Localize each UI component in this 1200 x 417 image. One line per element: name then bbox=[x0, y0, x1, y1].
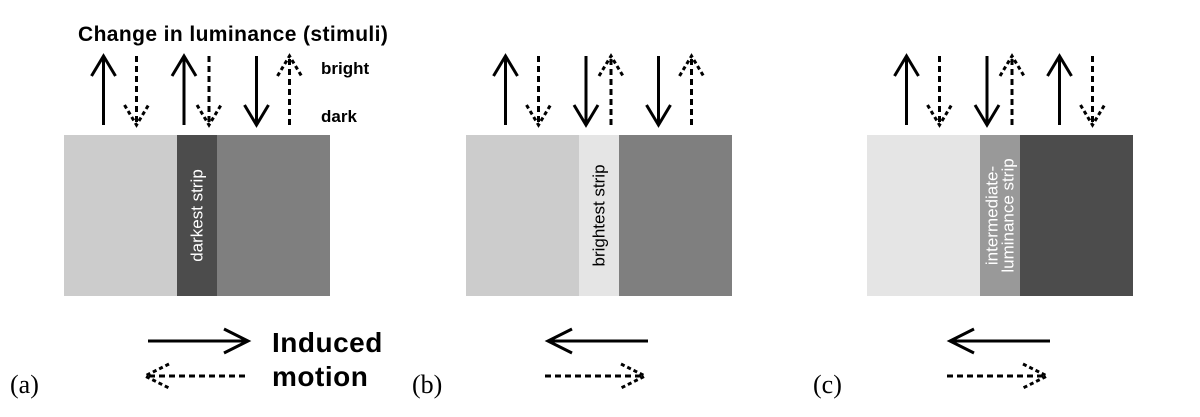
region-right bbox=[1020, 135, 1133, 296]
region-strip bbox=[579, 135, 619, 296]
solid-arrow-up-icon bbox=[1046, 53, 1073, 125]
solid-arrow-down-icon bbox=[645, 56, 672, 128]
panel-b: brightest strip (b) bbox=[412, 53, 732, 399]
panel-label: (a) bbox=[10, 370, 39, 399]
legend-dark-label: dark bbox=[321, 107, 357, 126]
region-left bbox=[867, 135, 980, 296]
region-right bbox=[619, 135, 732, 296]
induced-motion-solid-arrow-left-icon bbox=[946, 327, 1050, 355]
panel-a: darkest strip (a) bbox=[10, 53, 330, 399]
panel-label: (c) bbox=[813, 370, 842, 399]
figure-title: Change in luminance (stimuli) bbox=[78, 23, 388, 46]
region-left bbox=[466, 135, 579, 296]
induced-motion-dashed-arrow-right-icon bbox=[947, 362, 1051, 390]
legend-bright-label: bright bbox=[321, 59, 369, 78]
solid-arrow-up-icon bbox=[170, 53, 198, 125]
panel-label: (b) bbox=[412, 370, 442, 399]
strip-label: luminance strip bbox=[999, 158, 1018, 272]
region-left bbox=[64, 135, 177, 296]
solid-arrow-up-icon bbox=[492, 53, 519, 125]
dashed-arrow-down-icon bbox=[926, 56, 953, 128]
solid-arrow-up-icon bbox=[893, 53, 920, 125]
induced-motion-solid-arrow-left-icon bbox=[544, 327, 648, 355]
dashed-arrow-down-icon bbox=[1079, 56, 1106, 128]
induced-motion-solid-arrow-right-icon bbox=[148, 327, 252, 355]
induced-motion-label-line1: Induced bbox=[272, 327, 383, 358]
strip-label: intermediate- bbox=[983, 166, 1002, 265]
solid-arrow-up-icon bbox=[90, 53, 117, 125]
region-strip bbox=[177, 135, 217, 296]
dashed-arrow-down-icon bbox=[123, 56, 150, 128]
dashed-arrow-down-icon bbox=[525, 56, 552, 128]
dashed-arrow-up-icon bbox=[998, 53, 1026, 125]
induced-motion-label-line2: motion bbox=[272, 361, 368, 392]
solid-arrow-down-icon bbox=[243, 56, 270, 128]
panel-c: intermediate-luminance strip (c) bbox=[813, 53, 1133, 399]
solid-arrow-down-icon bbox=[572, 56, 600, 128]
strip-label: darkest strip bbox=[188, 169, 207, 262]
induced-motion-dashed-arrow-left-icon bbox=[141, 362, 245, 390]
dashed-arrow-up-icon bbox=[678, 53, 705, 125]
solid-arrow-down-icon bbox=[973, 56, 1001, 128]
dashed-arrow-down-icon bbox=[195, 56, 223, 128]
strip-label: brightest strip bbox=[590, 164, 609, 266]
induced-motion-dashed-arrow-right-icon bbox=[545, 362, 649, 390]
dashed-arrow-up-icon bbox=[597, 53, 625, 125]
region-right bbox=[217, 135, 330, 296]
dashed-arrow-up-icon bbox=[276, 53, 303, 125]
region-strip bbox=[980, 135, 1020, 296]
